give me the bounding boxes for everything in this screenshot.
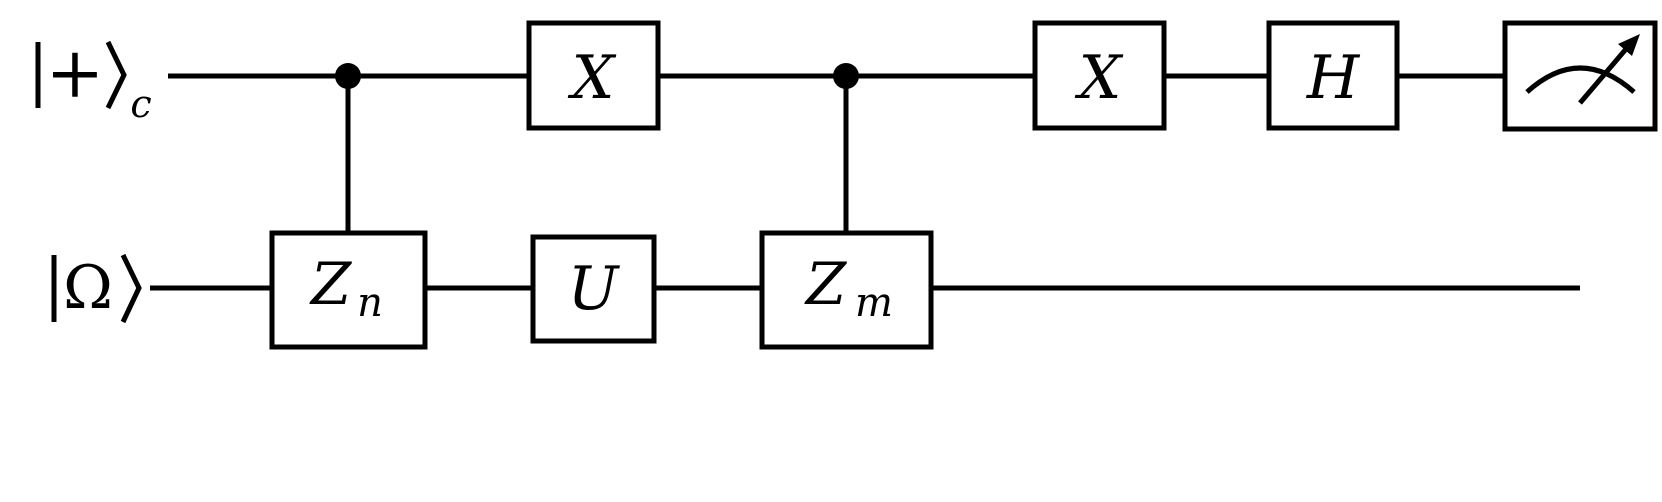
gate-zm: Z m — [759, 230, 934, 350]
gate-zm-subscript: m — [855, 280, 893, 326]
gate-zn-subscript: n — [357, 280, 383, 326]
qubit-label-control: + c — [35, 32, 152, 126]
gate-zn: Z n — [269, 230, 428, 350]
meter-icon — [1525, 34, 1640, 105]
gate-h-label: H — [1306, 43, 1361, 113]
control-dot-zn — [335, 63, 361, 89]
control-dot-zm — [833, 63, 859, 89]
gate-x-2: X — [1032, 20, 1167, 131]
gate-zn-base: Z — [309, 250, 353, 318]
gate-x-2-label: X — [1075, 43, 1124, 113]
ket-control-subscript: c — [130, 82, 151, 126]
gate-x-1-label: X — [568, 43, 617, 113]
ket-plus-symbol: + — [46, 32, 105, 114]
gate-u-label: U — [568, 254, 621, 324]
gate-x-1: X — [526, 20, 661, 131]
ket-omega-symbol: Ω — [63, 253, 113, 323]
gate-u: U — [530, 234, 657, 344]
gate-zm-base: Z — [804, 250, 848, 318]
measurement-gate — [1502, 20, 1658, 132]
qubit-label-target: Ω — [51, 253, 142, 324]
gate-h: H — [1266, 20, 1400, 131]
